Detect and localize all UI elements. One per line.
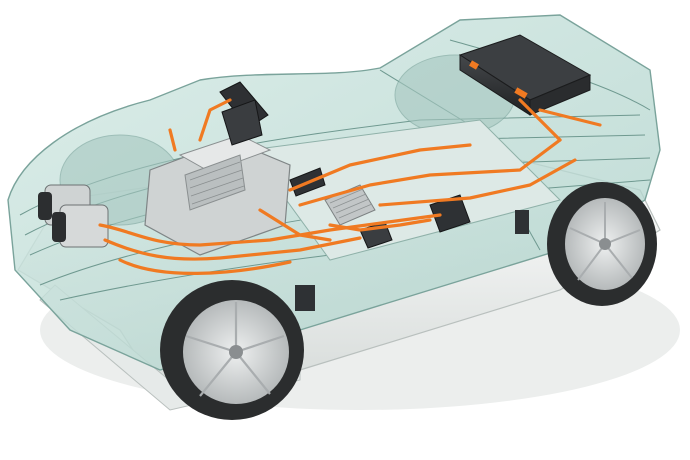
high-voltage-cables xyxy=(98,98,602,275)
floor-panel xyxy=(249,119,561,261)
front-wheel xyxy=(160,280,304,420)
front-motor-units xyxy=(38,184,109,248)
rear-mount-bracket xyxy=(515,210,529,234)
control-module-top xyxy=(219,81,269,146)
rear-wheel xyxy=(547,182,657,306)
engine-block xyxy=(144,134,291,256)
front-mount-bracket xyxy=(295,285,315,311)
battery-pack xyxy=(458,34,592,116)
